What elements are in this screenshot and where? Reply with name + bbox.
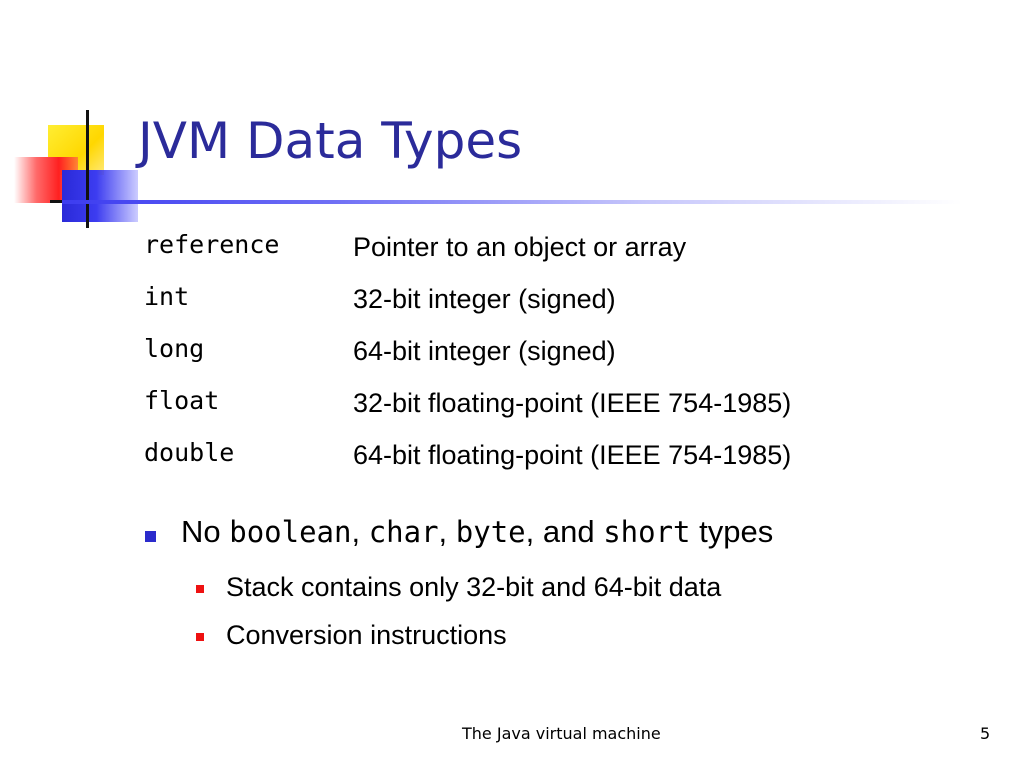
slide-title: JVM Data Types bbox=[138, 112, 523, 170]
type-name: float bbox=[144, 386, 220, 415]
sub-bullet-text: Stack contains only 32-bit and 64-bit da… bbox=[226, 572, 722, 602]
square-bullet-icon bbox=[145, 531, 156, 542]
sub-bullet-text: Conversion instructions bbox=[226, 620, 507, 650]
footer-text: The Java virtual machine bbox=[462, 724, 661, 743]
separator: , bbox=[351, 514, 369, 549]
blue-square-shape bbox=[62, 170, 138, 222]
logo-vertical-line bbox=[86, 110, 89, 228]
type-description: Pointer to an object or array bbox=[353, 232, 687, 262]
code-byte: byte bbox=[455, 515, 526, 549]
small-square-bullet-icon bbox=[196, 585, 204, 593]
type-description: 32-bit integer (signed) bbox=[353, 284, 616, 314]
type-description: 64-bit floating-point (IEEE 754-1985) bbox=[353, 440, 792, 470]
code-boolean: boolean bbox=[229, 515, 352, 549]
type-description: 32-bit floating-point (IEEE 754-1985) bbox=[353, 388, 792, 418]
type-name: long bbox=[144, 334, 205, 363]
small-square-bullet-icon bbox=[196, 633, 204, 641]
type-description: 64-bit integer (signed) bbox=[353, 336, 616, 366]
colored-squares-logo-icon bbox=[0, 0, 150, 240]
type-name: double bbox=[144, 438, 235, 467]
page-number: 5 bbox=[980, 724, 991, 743]
type-name: reference bbox=[144, 230, 280, 259]
separator: , bbox=[438, 514, 456, 549]
title-underline-rule bbox=[62, 200, 962, 204]
main-bullet-suffix: types bbox=[690, 514, 774, 549]
type-name: int bbox=[144, 282, 190, 311]
code-short: short bbox=[603, 515, 691, 549]
separator: , and bbox=[525, 514, 604, 549]
main-bullet-text: No boolean, char, byte, and short types bbox=[181, 514, 773, 550]
main-bullet-prefix: No bbox=[181, 514, 230, 549]
code-char: char bbox=[368, 515, 439, 549]
